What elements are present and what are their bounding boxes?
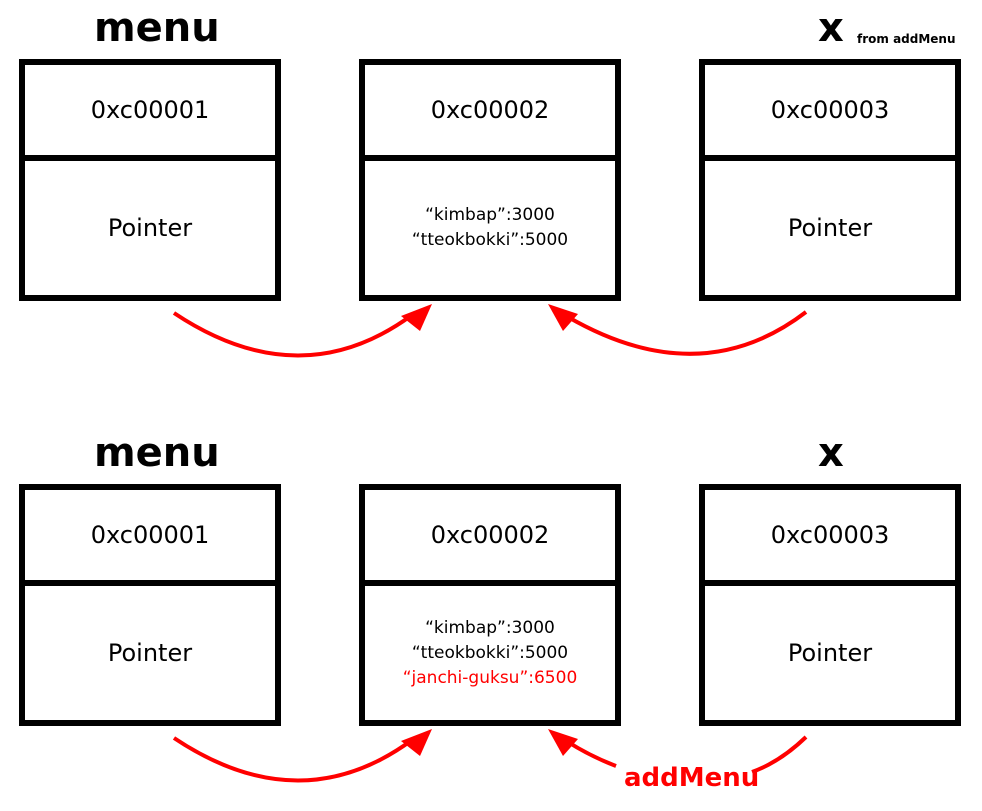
map-entries: “kimbap”:3000 “tteokbokki”:5000 [365, 161, 615, 295]
menu-pointer-value: Pointer [107, 639, 193, 667]
menu-variable-label: menu [94, 5, 220, 51]
x-pointer-value: Pointer [787, 214, 873, 242]
x-to-map-arrow [751, 735, 808, 774]
menu-variable-label: menu [94, 430, 220, 476]
map-entry-new: “janchi-guksu”:6500 [402, 667, 578, 688]
map-entry: “kimbap”:3000 [425, 205, 555, 225]
x-variable-label: x [818, 430, 844, 476]
map-data-box: 0xc00002 “kimbap”:3000 “tteokbokki”:5000 [359, 59, 621, 301]
x-to-map-arrow [567, 310, 808, 356]
arrowhead-icon [548, 729, 578, 756]
x-address: 0xc00003 [705, 65, 955, 161]
menu-address: 0xc00001 [25, 65, 275, 161]
map-entry: “tteokbokki”:5000 [411, 642, 569, 663]
x-variable-label: x [818, 5, 844, 51]
menu-to-map-arrow [172, 736, 414, 783]
menu-pointer-box: 0xc00001 Pointer [19, 59, 281, 301]
map-entry: “tteokbokki”:5000 [411, 230, 569, 250]
arrowhead-icon [401, 729, 432, 756]
menu-to-map-arrow [172, 311, 414, 358]
menu-pointer-box: 0xc00001 Pointer [19, 484, 281, 726]
map-entries: “kimbap”:3000 “tteokbokki”:5000 “janchi-… [365, 586, 615, 720]
map-data-box: 0xc00002 “kimbap”:3000 “tteokbokki”:5000… [359, 484, 621, 726]
x-pointer-value: Pointer [787, 639, 873, 667]
map-address: 0xc00002 [365, 65, 615, 161]
x-origin-note: from addMenu [857, 32, 956, 46]
arrowhead-icon [401, 304, 432, 331]
x-pointer-box: 0xc00003 Pointer [699, 484, 961, 726]
menu-address: 0xc00001 [25, 490, 275, 586]
x-address: 0xc00003 [705, 490, 955, 586]
x-pointer-box: 0xc00003 Pointer [699, 59, 961, 301]
map-address: 0xc00002 [365, 490, 615, 586]
add-menu-label: addMenu [624, 763, 760, 793]
map-entry: “kimbap”:3000 [425, 617, 555, 638]
arrowhead-icon [548, 304, 578, 331]
menu-pointer-value: Pointer [107, 214, 193, 242]
x-to-map-arrow-tail [566, 740, 617, 768]
